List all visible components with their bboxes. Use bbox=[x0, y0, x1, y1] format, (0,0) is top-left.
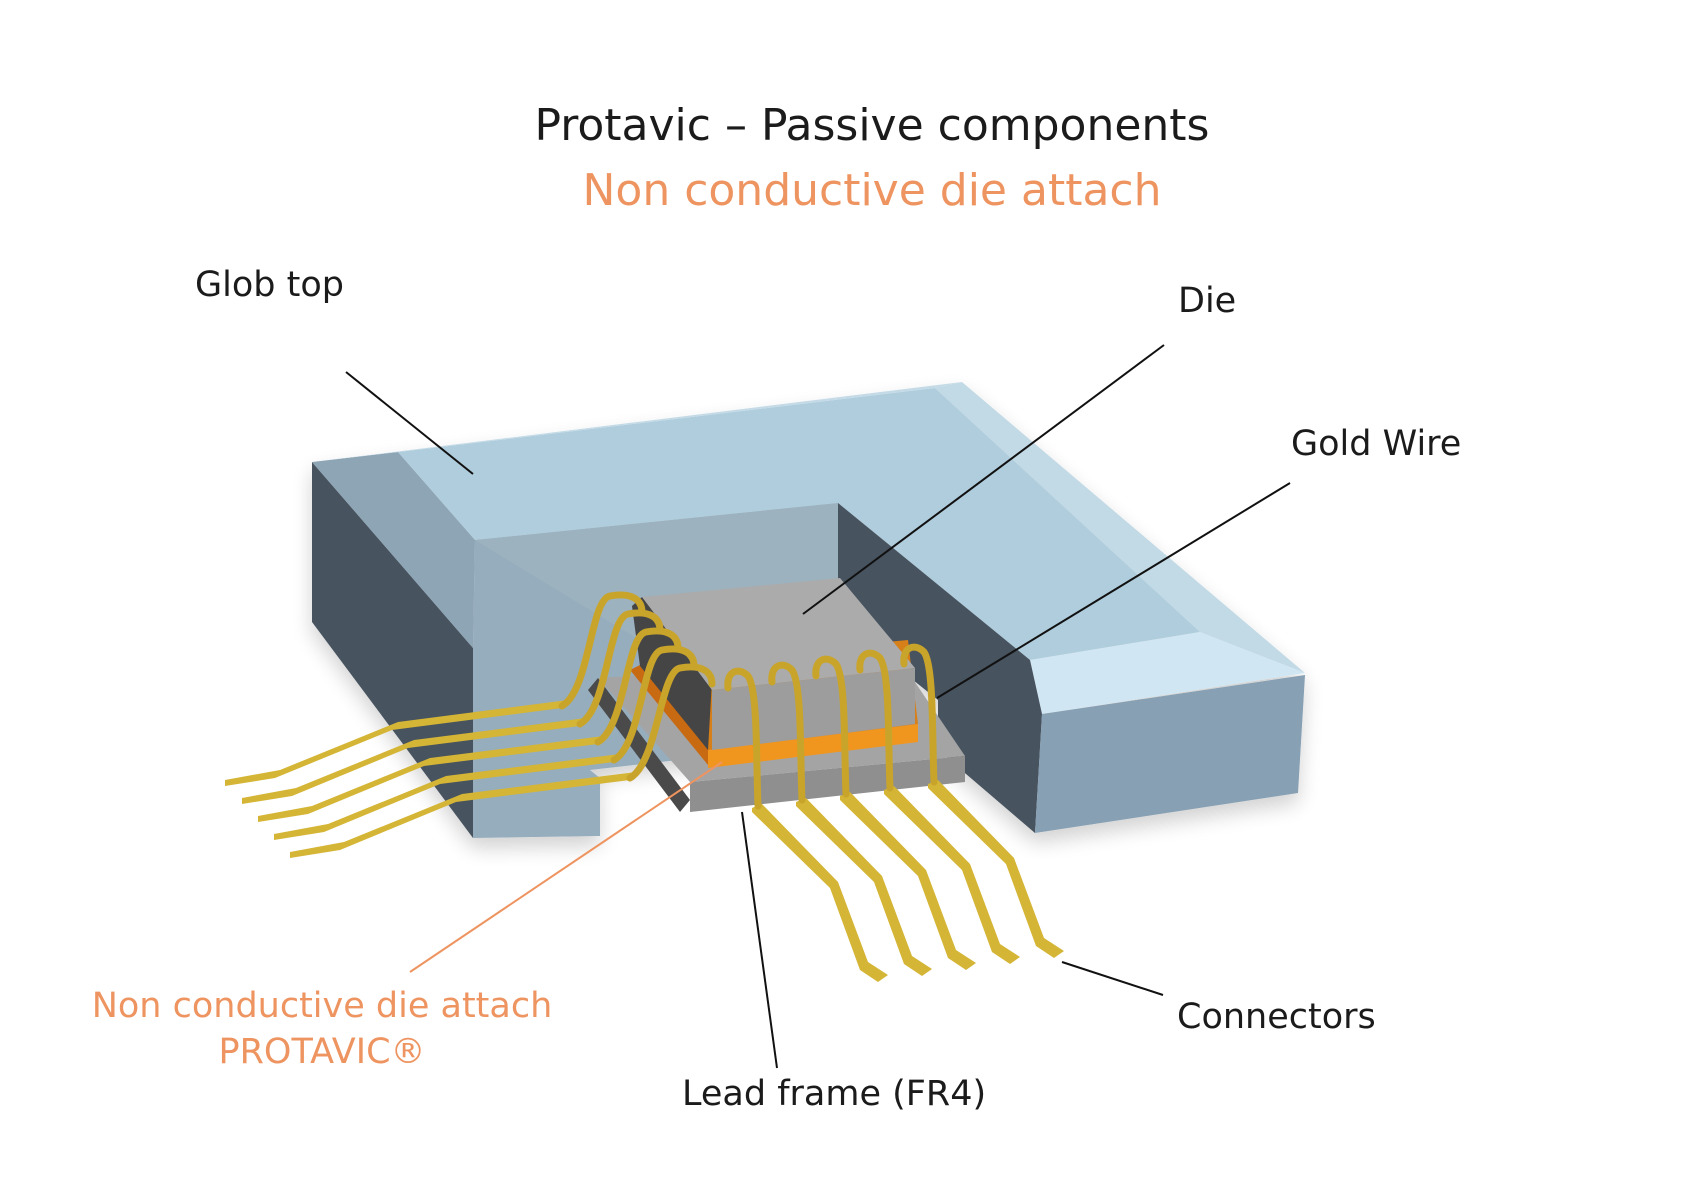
connector bbox=[258, 736, 604, 822]
connectors-leader bbox=[1061, 961, 1164, 996]
label-die: Die bbox=[1178, 281, 1236, 321]
gold-wire bbox=[576, 609, 664, 728]
gold-wire bbox=[558, 591, 646, 710]
label-protavic: PROTAVIC® bbox=[218, 1032, 425, 1072]
gold-wire-leader bbox=[936, 482, 1291, 699]
connector bbox=[290, 772, 636, 858]
gold-wire bbox=[724, 667, 762, 810]
die bbox=[632, 578, 915, 750]
glob-top-inner-wall bbox=[838, 503, 1042, 833]
left-connectors bbox=[225, 700, 636, 858]
connector bbox=[274, 754, 620, 840]
die-top bbox=[642, 578, 915, 690]
glob-top-back-chamfer bbox=[312, 382, 962, 462]
connector bbox=[928, 780, 1064, 958]
die-front bbox=[712, 668, 915, 750]
connector bbox=[242, 718, 586, 804]
bottom-connectors bbox=[752, 780, 1064, 982]
gold-wire bbox=[626, 663, 716, 782]
diagram-title: Protavic – Passive components bbox=[535, 100, 1210, 151]
glob-top-left-chamfer bbox=[312, 452, 475, 648]
glob-top-right-front bbox=[1035, 675, 1305, 833]
gold-wire bbox=[610, 645, 698, 764]
gold-wire bbox=[812, 655, 850, 798]
glob-top-right-top bbox=[1030, 632, 1305, 714]
label-glob-top: Glob top bbox=[195, 265, 344, 305]
gold-wires bbox=[558, 591, 938, 810]
connector bbox=[884, 786, 1020, 964]
diagram-subtitle: Non conductive die attach bbox=[582, 165, 1161, 216]
gold-wire bbox=[856, 649, 894, 792]
label-lead-frame: Lead frame (FR4) bbox=[682, 1074, 986, 1114]
die-attach-leader bbox=[409, 761, 723, 973]
lead-frame-leader bbox=[741, 811, 778, 1069]
die-attach-front bbox=[708, 724, 918, 768]
die-attach-left bbox=[630, 665, 712, 765]
glob-top-leader bbox=[345, 371, 474, 475]
connector bbox=[840, 792, 976, 970]
gold-wire bbox=[768, 661, 806, 804]
connector bbox=[796, 798, 932, 976]
label-gold-wire: Gold Wire bbox=[1291, 424, 1461, 464]
gold-wire bbox=[594, 627, 682, 746]
connector bbox=[225, 700, 568, 786]
gold-wire bbox=[900, 643, 938, 786]
glob-top-top-face bbox=[398, 388, 1200, 660]
glob-top-right-chamfer bbox=[935, 382, 1305, 673]
label-die-attach: Non conductive die attach bbox=[92, 986, 553, 1026]
label-connectors: Connectors bbox=[1177, 997, 1376, 1037]
connector bbox=[752, 804, 888, 982]
die-leader bbox=[802, 344, 1165, 615]
